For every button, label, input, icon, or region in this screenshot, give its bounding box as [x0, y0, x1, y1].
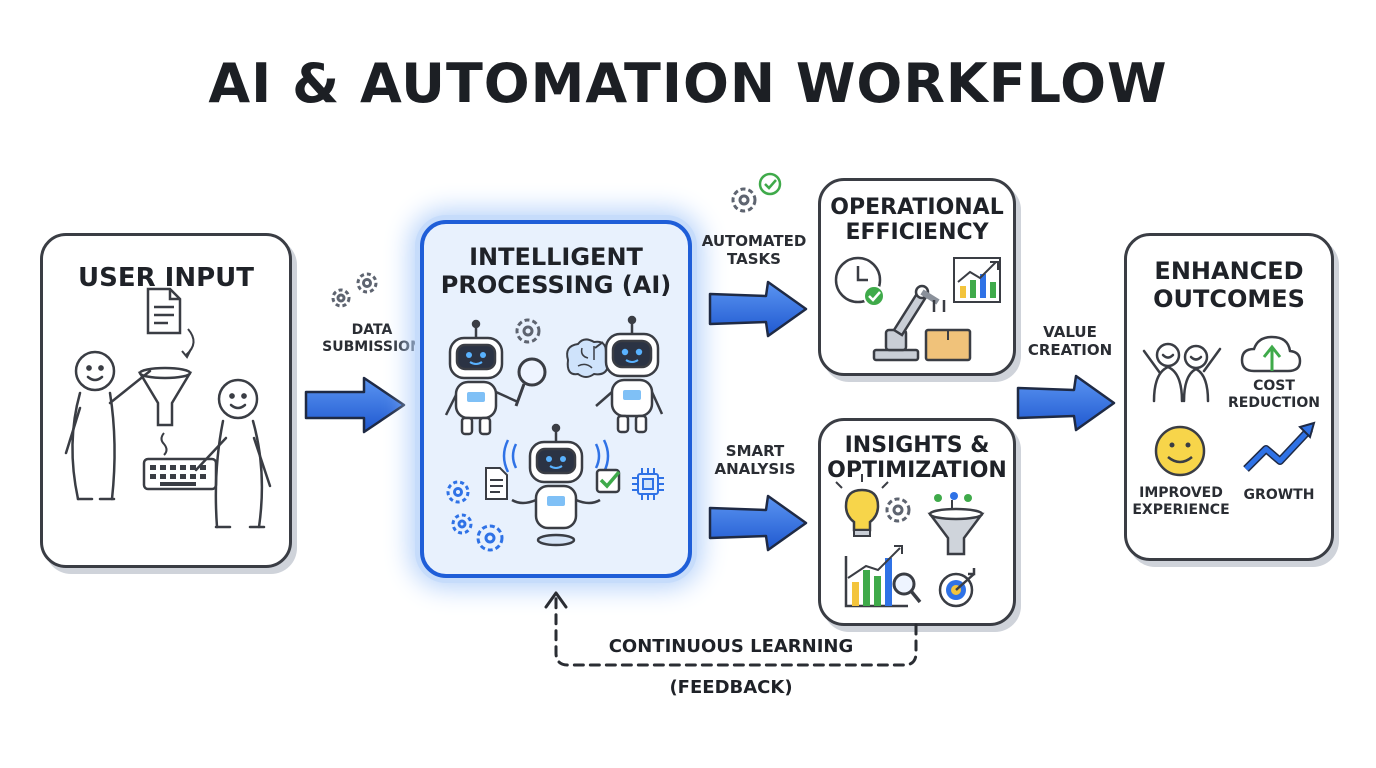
automated-tasks-label-line1: AUTOMATED — [701, 232, 807, 250]
arrow-automated-tasks — [708, 280, 808, 338]
robot-analyst-icon — [444, 319, 519, 436]
clock-check-icon — [834, 256, 885, 307]
robot-coordinator-icon — [511, 423, 601, 547]
ai-title-line1: INTELLIGENT — [469, 243, 643, 271]
arrow-data-submission — [304, 376, 406, 434]
ai-robots-illustration — [444, 315, 664, 552]
checkbox-icon — [595, 468, 621, 494]
data-submission-label-line2: SUBMISSION — [322, 338, 422, 355]
insights-illustration — [835, 474, 985, 608]
improved-experience-label-line1: IMPROVED — [1139, 485, 1223, 501]
person-left-icon — [64, 350, 152, 501]
cloud-upload-icon — [1240, 335, 1302, 373]
value-creation-label-line1: VALUE — [1043, 323, 1097, 341]
arrow-smart-analysis — [708, 494, 808, 552]
growth-chart-icon — [953, 257, 1001, 303]
gears-icon — [331, 272, 378, 308]
ai-title-line2: PROCESSING (AI) — [440, 270, 672, 299]
improved-experience-label-line2: EXPERIENCE — [1132, 501, 1230, 518]
gear-check-icon — [731, 172, 782, 213]
funnel-icon — [927, 492, 985, 556]
operational-title-line2: EFFICIENCY — [845, 220, 989, 246]
document-icon — [485, 467, 508, 500]
enhanced-outcomes-stage: ENHANCED OUTCOMES — [1124, 233, 1334, 561]
automated-tasks-label-line2: TASKS — [727, 250, 781, 268]
robotic-arm-icon — [872, 284, 946, 362]
keyboard-icon — [142, 457, 218, 491]
insights-title-line2: OPTIMIZATION — [827, 458, 1007, 484]
smiley-face-icon — [1154, 425, 1206, 477]
outcomes-title-line1: ENHANCED — [1154, 257, 1304, 285]
gears-icon — [446, 480, 504, 552]
funnel-icon — [137, 366, 193, 427]
magnifier-icon — [514, 357, 547, 407]
signal-waves-icon — [502, 439, 610, 473]
feedback-label-line1: CONTINUOUS LEARNING — [608, 636, 854, 657]
document-icon — [146, 287, 182, 335]
cost-reduction-label-line2: REDUCTION — [1228, 394, 1320, 411]
lightbulb-icon — [835, 474, 889, 537]
insights-optimization-stage: INSIGHTS & OPTIMIZATION — [818, 418, 1016, 626]
happy-people-icon — [1142, 342, 1222, 403]
target-icon — [938, 568, 976, 608]
smart-analysis-label-line1: SMART — [725, 442, 785, 460]
feedback-loop-arrow — [544, 591, 918, 667]
robot-thinker-icon — [595, 315, 664, 434]
chip-icon — [632, 468, 664, 500]
value-creation-label-line2: CREATION — [1027, 341, 1113, 359]
feedback-label-line2: (FEEDBACK) — [669, 677, 793, 698]
arrow-value-creation — [1016, 374, 1116, 432]
gear-icon — [885, 497, 911, 523]
gear-icon — [515, 318, 541, 344]
user-input-illustration — [64, 287, 272, 529]
operational-illustration — [834, 256, 1001, 362]
growth-arrow-icon — [1243, 421, 1316, 472]
outcomes-illustration — [1142, 335, 1316, 477]
operational-title-line1: OPERATIONAL — [830, 195, 1004, 220]
diagram-title: AI & AUTOMATION WORKFLOW — [208, 52, 1168, 115]
brain-icon — [566, 338, 612, 378]
insights-title-line1: INSIGHTS & — [844, 433, 990, 458]
data-submission-label-line1: DATA — [351, 322, 393, 338]
person-right-icon — [194, 378, 272, 529]
outcomes-title-line2: OUTCOMES — [1153, 284, 1305, 313]
package-box-icon — [924, 328, 972, 362]
smart-analysis-label-line2: ANALYSIS — [714, 460, 796, 478]
growth-label: GROWTH — [1243, 487, 1315, 503]
cost-reduction-label-line1: COST — [1253, 378, 1295, 394]
bar-chart-magnifier-icon — [844, 545, 922, 608]
